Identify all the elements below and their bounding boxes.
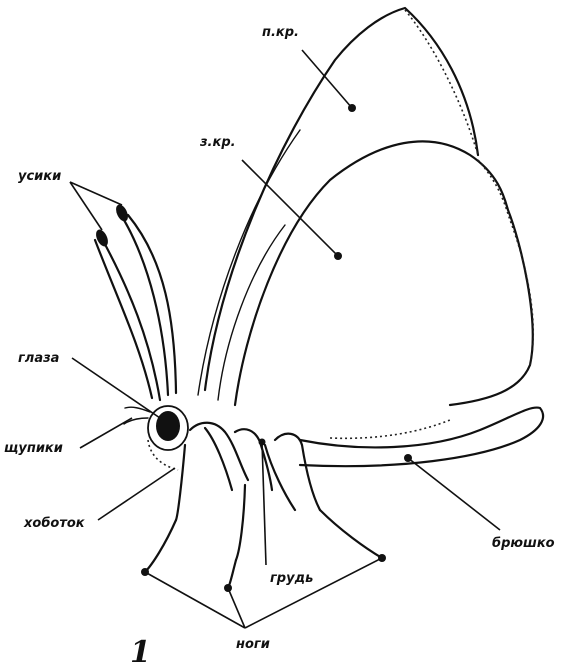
label-eyes: глаза — [18, 351, 59, 366]
legs-leader-3 — [245, 558, 382, 628]
forewing — [198, 8, 478, 395]
antennae-shape — [94, 203, 176, 400]
label-palps: щупики — [4, 441, 63, 456]
abdomen-shape — [300, 408, 543, 467]
label-antennae: усики — [18, 169, 61, 184]
hindwing-dot — [334, 252, 342, 260]
label-legs: ноги — [236, 637, 270, 652]
abdomen-leader — [408, 458, 500, 530]
label-thorax: грудь — [270, 571, 313, 586]
abdomen-dot — [404, 454, 412, 462]
label-proboscis: хоботок — [23, 516, 86, 531]
palps-leader — [80, 418, 132, 448]
legs-dot-1 — [141, 568, 149, 576]
eyes-leader — [72, 358, 160, 418]
legs-dot-3 — [378, 554, 386, 562]
label-forewing: п.кр. — [262, 25, 299, 40]
legs-leader-2 — [228, 588, 245, 628]
proboscis-leader — [98, 468, 175, 520]
figure-number: 1 — [130, 635, 151, 670]
forewing-dot — [348, 104, 356, 112]
legs-dot-2 — [224, 584, 232, 592]
label-hindwing: з.кр. — [199, 135, 236, 150]
label-abdomen: брюшко — [492, 536, 555, 551]
thorax-dot — [259, 439, 266, 446]
